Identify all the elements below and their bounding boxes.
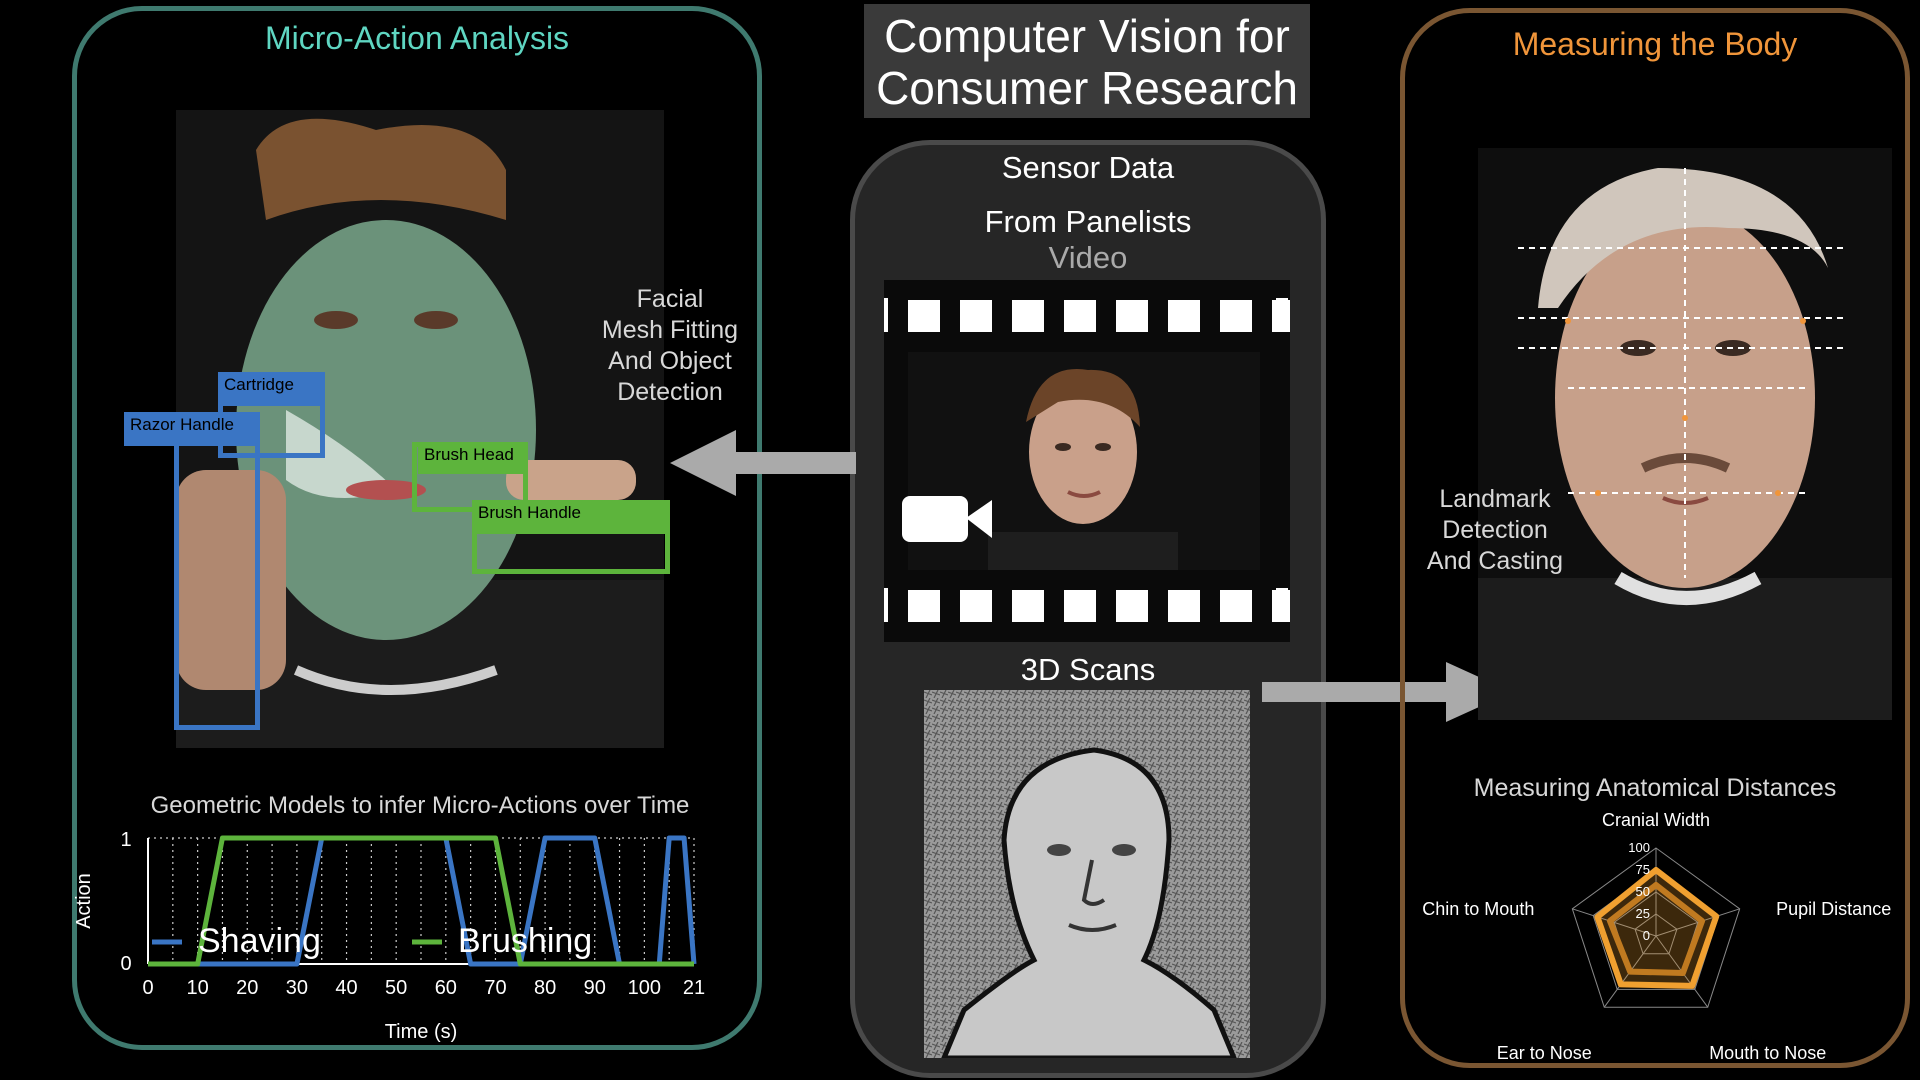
- measuring-body-panel: [1400, 8, 1910, 1068]
- film-edge: [1276, 588, 1288, 622]
- razor-handle-label: Razor Handle: [124, 412, 258, 446]
- x-tick-label: 90: [584, 977, 606, 999]
- film-sprocket: [1012, 590, 1044, 622]
- radar-axis-label: Ear to Nose: [1497, 1043, 1592, 1060]
- film-sprocket: [1116, 590, 1148, 622]
- landmark-caption-line: And Casting: [1426, 547, 1564, 575]
- micro-action-chart-title: Geometric Models to infer Micro-Actions …: [150, 792, 690, 819]
- radar-chart-title: Measuring Anatomical Distances: [1473, 774, 1837, 802]
- brush-head-label: Brush Head: [418, 442, 528, 474]
- series-line-brushing: [148, 835, 694, 967]
- radar-r-tick-label: 75: [1636, 862, 1650, 877]
- film-sprocket: [908, 590, 940, 622]
- film-edge: [884, 298, 888, 332]
- legend-label: Brushing: [458, 922, 592, 960]
- mesh-caption-line: And Object: [608, 347, 732, 375]
- x-tick-label: 0: [142, 977, 153, 999]
- y-tick-label: 0: [120, 953, 131, 975]
- x-tick-label: 30: [286, 977, 308, 999]
- radar-r-tick-label: 0: [1643, 928, 1650, 943]
- filmstrip-sprockets: [884, 298, 1304, 622]
- film-sprocket: [1064, 590, 1096, 622]
- film-sprocket: [1116, 300, 1148, 332]
- landmark-caption-line: Detection: [1442, 516, 1548, 544]
- x-tick-label: 50: [385, 977, 407, 999]
- main-title-line1: Computer Vision for: [884, 10, 1290, 62]
- mesh-fitting-caption: Facial Mesh Fitting And Object Detection: [586, 284, 754, 408]
- legend-label: Shaving: [198, 922, 321, 960]
- radar-axis-label: Mouth to Nose: [1709, 1043, 1826, 1060]
- radar-axis-label: Pupil Distance: [1776, 899, 1891, 919]
- x-tick-label: 60: [435, 977, 457, 999]
- film-sprocket: [1220, 590, 1252, 622]
- film-sprocket: [1220, 300, 1252, 332]
- radar-r-tick-label: 100: [1628, 840, 1650, 855]
- film-sprocket: [908, 300, 940, 332]
- radar-grid-ring: [1571, 847, 1741, 1008]
- film-edge: [884, 588, 888, 622]
- radar-grid-ring: [1634, 913, 1678, 955]
- mesh-caption-line: Mesh Fitting: [601, 316, 739, 344]
- 3d-scans-label: 3D Scans: [1020, 652, 1156, 687]
- micro-action-title: Micro-Action Analysis: [264, 20, 570, 56]
- x-tick-label: 70: [484, 977, 506, 999]
- radar-spoke: [1572, 908, 1657, 937]
- x-tick-label: 21: [683, 977, 705, 999]
- film-sprocket: [960, 590, 992, 622]
- main-title-box: Computer Vision for Consumer Research: [864, 4, 1310, 118]
- radar-r-tick-label: 25: [1636, 906, 1650, 921]
- sensor-line2: From Panelists: [984, 204, 1192, 239]
- x-tick-label: 10: [187, 977, 209, 999]
- video-label: Video: [1048, 240, 1128, 275]
- video-camera-icon: [902, 492, 994, 549]
- x-tick-label: 40: [335, 977, 357, 999]
- 3d-scan-image: [924, 690, 1250, 1058]
- main-title-line2: Consumer Research: [876, 62, 1298, 114]
- film-sprocket: [1168, 300, 1200, 332]
- film-sprocket: [1012, 300, 1044, 332]
- radar-axis-label: Cranial Width: [1602, 810, 1710, 830]
- radar-axis-label: Chin to Mouth: [1422, 899, 1534, 919]
- landmark-face-illustration: [1478, 168, 1892, 720]
- series-line-shaving: [148, 835, 697, 967]
- measuring-body-title: Measuring the Body: [1512, 26, 1798, 62]
- y-axis-label: Action: [73, 873, 95, 929]
- sensor-line1: Sensor Data: [1001, 150, 1175, 185]
- 3d-scan-illustration: [924, 690, 1250, 1058]
- cartridge-label: Cartridge: [218, 372, 325, 406]
- radar-r-tick-label: 50: [1636, 884, 1650, 899]
- sensor-data-heading: Sensor Data From Panelists Video: [850, 150, 1326, 276]
- panelist-face-illustration: [988, 369, 1178, 570]
- landmark-face-photo: [1478, 148, 1892, 720]
- film-sprocket: [1064, 300, 1096, 332]
- brush-handle-label: Brush Handle: [472, 500, 670, 534]
- mesh-caption-line: Detection: [617, 378, 723, 406]
- landmark-caption-line: Landmark: [1439, 485, 1551, 513]
- micro-action-panel: [72, 6, 762, 1050]
- radar-spoke: [1655, 908, 1740, 937]
- x-tick-label: 80: [534, 977, 556, 999]
- y-tick-label: 1: [120, 829, 131, 851]
- mesh-caption-line: Facial: [636, 285, 704, 313]
- razor-handle-bbox: [174, 412, 260, 730]
- radar-series-polygon: [1606, 881, 1706, 977]
- x-tick-label: 100: [628, 977, 661, 999]
- film-edge: [1276, 298, 1288, 332]
- film-sprocket: [1168, 590, 1200, 622]
- x-axis-label: Time (s): [385, 1021, 458, 1043]
- landmark-caption: Landmark Detection And Casting: [1400, 484, 1590, 577]
- x-tick-label: 20: [236, 977, 258, 999]
- film-sprocket: [960, 300, 992, 332]
- arrow-left-icon: [670, 430, 856, 496]
